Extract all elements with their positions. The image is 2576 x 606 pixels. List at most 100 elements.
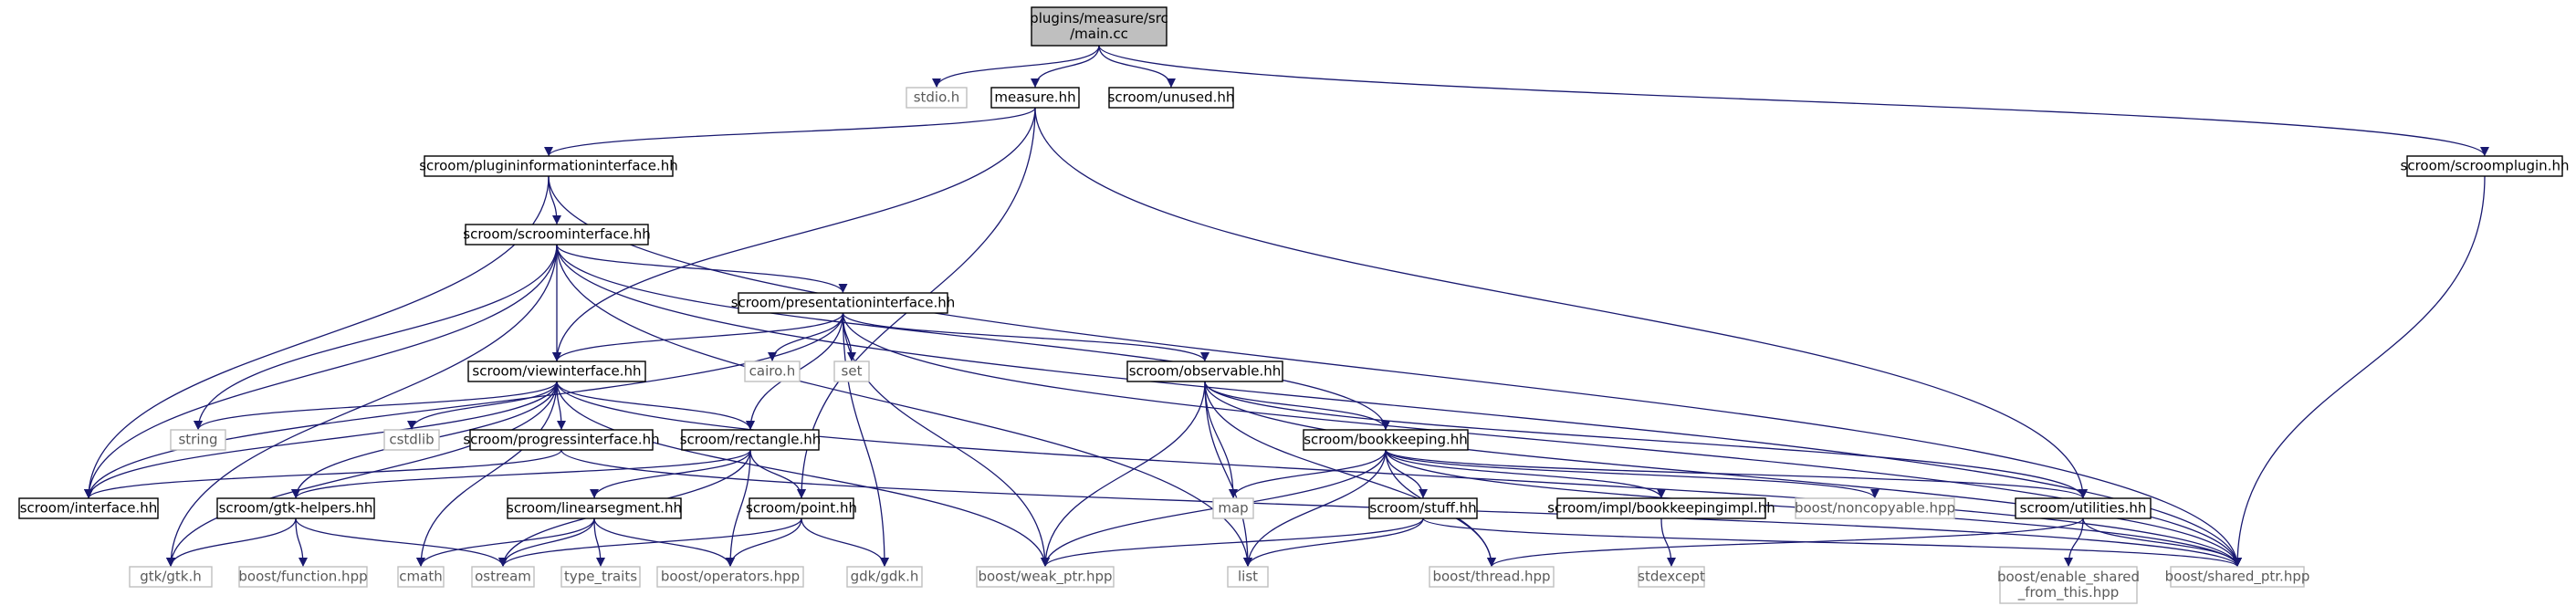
edge-line [166,244,558,568]
edge-line [556,381,2242,568]
node-progress[interactable]: scroom/progressinterface.hh [463,429,660,451]
node-label: scroom/plugininformationinterface.hh [419,158,678,174]
node-label: cmath [399,569,442,585]
edge-scroominterface-to-presentation [556,244,848,294]
node-box [1031,6,1168,47]
edge-presentation-to-observable [842,312,1209,362]
node-stdexcept: stdexcept [1638,566,1705,588]
edge-line [1204,381,1252,568]
edge-line [1098,45,1176,89]
edge-line [166,517,297,568]
edge-line [749,449,806,499]
edge-line [291,449,751,499]
edge-line [593,517,605,568]
edge-line [1204,381,2088,499]
edge-viewinterface-to-cstdlib [407,381,558,431]
node-bookkeeping[interactable]: scroom/bookkeeping.hh [1303,429,1469,451]
edge-linearsegment-to-ostream [498,517,595,568]
node-box [1126,360,1283,382]
node-viewinterface[interactable]: scroom/viewinterface.hh [467,360,646,382]
node-gtkhelpers[interactable]: scroom/gtk-helpers.hh [216,497,375,519]
edge-line [1041,517,1424,568]
node-label: list [1238,569,1258,585]
node-box [846,566,923,588]
node-label: boost/noncopyable.hpp [1795,500,1955,517]
edge-line [1385,449,2088,499]
node-label: boost/enable_shared [1997,569,2140,586]
node-main[interactable]: plugins/measure/src/main.cc [1030,6,1168,47]
edge-line [842,312,2242,568]
edge-bookkeeping-to-utilities [1385,449,2088,499]
node-label: scroom/impl/bookkeepingimpl.hh [1547,500,1775,517]
edge-scroominterface-to-interface [84,244,558,499]
edge-line [1487,517,2084,568]
node-box [1999,566,2138,604]
edge-viewinterface-to-rectangle [556,381,755,431]
edge-presentation-to-cairo [768,312,844,362]
edge-line [842,312,1209,362]
node-gdkh: gdk/gdk.h [846,566,923,588]
node-label: scroom/interface.hh [20,500,158,517]
edge-line [194,381,558,431]
edge-line [84,312,844,499]
node-scroominterface[interactable]: scroom/scroominterface.hh [463,224,651,246]
edge-presentation-to-viewinterface [552,312,844,362]
node-stuff[interactable]: scroom/stuff.hh [1368,497,1478,519]
edge-viewinterface-to-weakptr [556,381,1050,568]
edge-line [1229,449,1387,499]
node-label: plugins/measure/src [1030,10,1168,26]
node-label: scroom/linearsegment.hh [507,500,682,517]
edge-line [2064,517,2084,568]
edge-line [726,449,751,568]
node-presentation[interactable]: scroom/presentationinterface.hh [731,292,956,314]
edge-line [166,381,558,568]
node-observable[interactable]: scroom/observable.hh [1126,360,1283,382]
node-utilities[interactable]: scroom/utilities.hh [2015,497,2152,519]
node-unused[interactable]: scroom/unused.hh [1108,87,1235,109]
edge-line [556,244,1390,431]
node-box [18,497,159,519]
edge-bookkeeping-to-stuff [1385,449,1428,499]
node-interface[interactable]: scroom/interface.hh [18,497,159,519]
node-box [1303,429,1469,451]
node-point[interactable]: scroom/point.hh [746,497,857,519]
edge-linearsegment-to-cmath [416,517,595,568]
edge-stuff-to-sharedptr [1422,517,2242,568]
edge-observable-to-thread [1204,381,1496,568]
node-linearsegment[interactable]: scroom/linearsegment.hh [507,497,682,519]
node-scroomplugin[interactable]: scroom/scroomplugin.hh [2401,155,2570,177]
node-cmath: cmath [397,566,445,588]
node-label: scroom/gtk-helpers.hh [219,500,373,517]
edge-line [556,381,1050,568]
node-label: cstdlib [389,432,434,448]
node-box [2015,497,2152,519]
node-stdio: stdio.h [906,87,968,109]
node-label: scroom/rectangle.hh [680,432,822,448]
node-measure[interactable]: measure.hh [990,87,1080,109]
edge-observable-to-utilities [1204,381,2088,499]
node-rectangle[interactable]: scroom/rectangle.hh [680,429,822,451]
edge-point-to-ostream [498,517,802,568]
node-box [129,566,213,588]
edge-utilities-to-sharedptr [2082,517,2242,568]
edge-line [1422,517,2242,568]
edge-bookkeeping-to-noncopyable [1385,449,1880,499]
edge-main-to-unused [1098,45,1176,89]
edge-viewinterface-to-interface [84,381,558,499]
edge-main-to-stdio [932,45,1100,89]
edge-main-to-scroomplugin [1098,45,2489,157]
node-box [990,87,1080,109]
node-label: gdk/gdk.h [851,569,919,585]
edge-line [84,244,558,499]
edge-stuff-to-list [1243,517,1424,568]
node-label: map [1218,500,1248,517]
node-box [383,429,440,451]
node-box [976,566,1115,588]
edge-line [84,381,558,499]
edge-line [1385,449,1666,499]
node-bookimpl[interactable]: scroom/impl/bookkeepingimpl.hh [1547,497,1775,519]
node-plugininfo[interactable]: scroom/plugininformationinterface.hh [419,155,678,177]
node-string: string [170,429,226,451]
edge-linearsegment-to-operators [593,517,735,568]
